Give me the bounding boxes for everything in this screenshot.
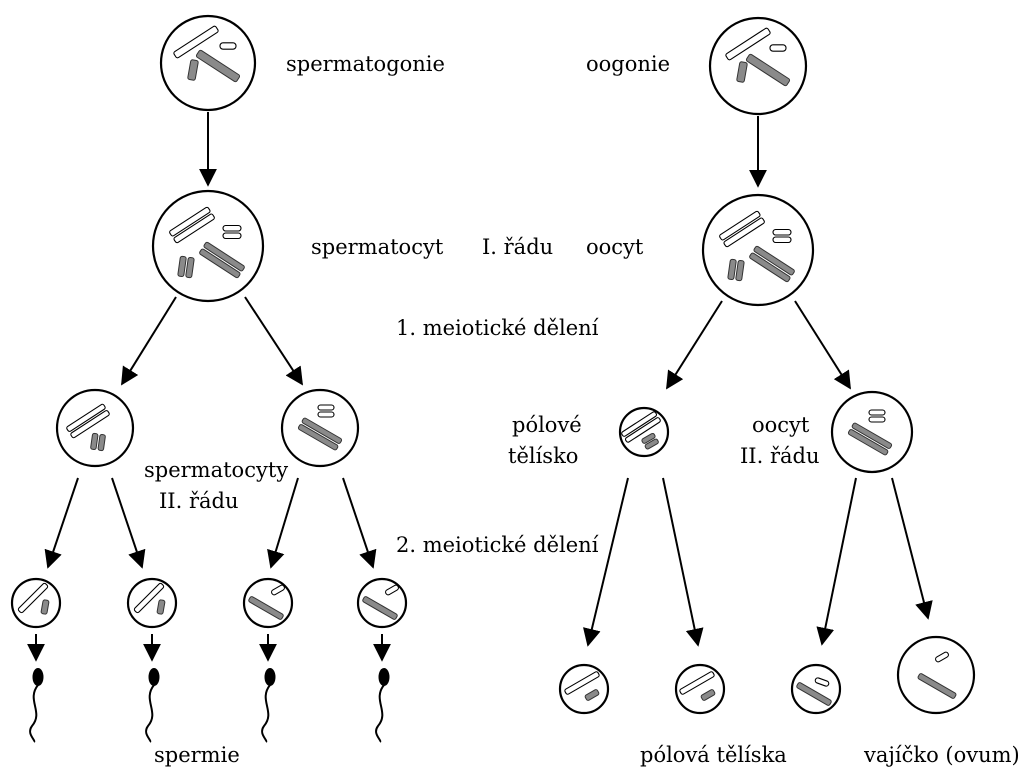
spermatogonium-cell [159, 14, 257, 112]
arrow-pb-left [583, 477, 629, 647]
arrow-oocyte-to-polar-body [666, 300, 723, 390]
oogonium-cell [708, 16, 808, 116]
arrow-spermatocyte-left [121, 296, 177, 386]
label-oocyte1: oocyt [586, 235, 644, 259]
label-meiosis2: 2. meiotické dělení [396, 533, 599, 557]
sperm-2 [145, 668, 160, 743]
arrow-sc2a-right [111, 477, 146, 569]
arrow-sc2a-left [44, 477, 79, 569]
sperm-4 [375, 668, 390, 743]
arrow-oo2-right [891, 477, 933, 620]
primary-oocyte-cell [701, 193, 815, 307]
label-spermatocytes2-line2: II. řádu [159, 489, 238, 513]
spermatid-2-cell [126, 577, 178, 629]
label-ovum: vajíčko (ovum) [863, 743, 1020, 767]
spermatid-1-cell [10, 577, 62, 629]
label-sperm: spermie [154, 743, 240, 767]
sperm-1 [29, 668, 44, 743]
arrow-sc2b-left [267, 477, 299, 569]
label-oocyte2-line1: oocyt [752, 413, 810, 437]
arrow-sc2b-right [342, 477, 377, 569]
polar-body-3-cell [790, 663, 842, 715]
label-oogonia: oogonie [586, 52, 670, 76]
secondary-spermatocyte-b-cell [280, 388, 360, 468]
first-polar-body-cell [618, 406, 670, 458]
polar-body-1-cell [558, 663, 610, 715]
spermatid-3-cell [242, 577, 294, 629]
label-polar-bodies: pólová tělíska [640, 743, 787, 767]
arrows [27, 112, 933, 662]
labels: spermatogonie oogonie spermatocyt I. řád… [144, 52, 1020, 767]
label-order1: I. řádu [482, 235, 553, 259]
label-spermatogonia: spermatogonie [286, 52, 445, 76]
label-polar-body-line1: pólové [512, 413, 582, 437]
label-spermatocytes2-line1: spermatocyty [144, 458, 288, 482]
sperm-3 [261, 668, 276, 743]
secondary-spermatocyte-a-cell [55, 388, 135, 468]
label-oocyte2-line2: II. řádu [740, 444, 819, 468]
polar-body-2-cell [674, 663, 726, 715]
arrow-pb-right [662, 477, 704, 647]
arrow-oocyte-to-oocyte2 [794, 300, 851, 390]
spermatid-4-cell [356, 577, 408, 629]
label-spermatocyte1: spermatocyt [311, 235, 444, 259]
secondary-oocyte-cell [830, 390, 914, 474]
primary-spermatocyte-cell [151, 189, 265, 303]
arrow-spermatocyte-right [244, 296, 303, 386]
label-meiosis1: 1. meiotické dělení [396, 316, 599, 340]
arrow-oo2-left [816, 477, 857, 646]
label-polar-body-line2: tělísko [508, 444, 578, 468]
ovum-cell [896, 635, 976, 715]
